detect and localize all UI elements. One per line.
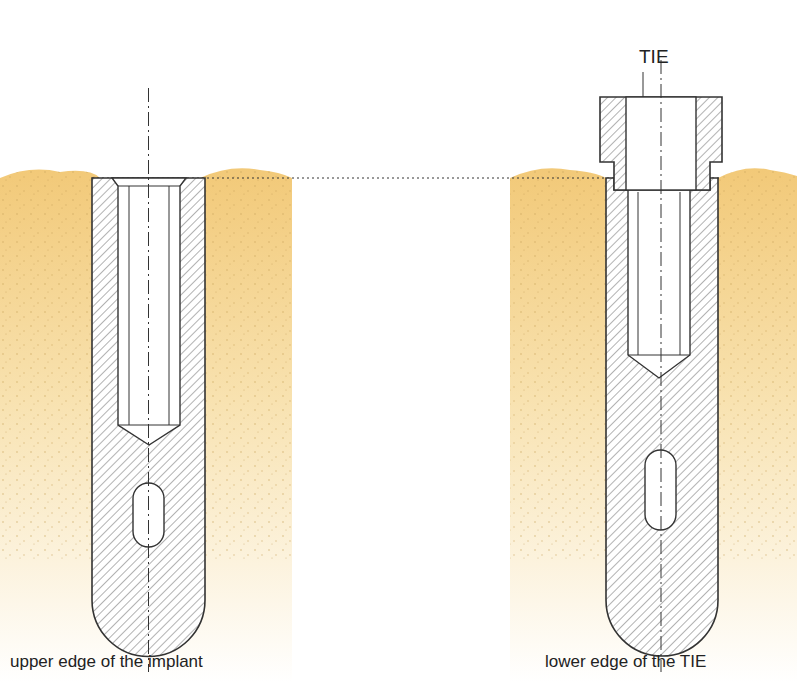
implant — [606, 178, 718, 656]
leader-line — [643, 72, 644, 97]
implant — [92, 88, 205, 672]
caption-label: upper edge of the implant — [10, 652, 203, 672]
part-name: TIE — [639, 46, 669, 69]
ground — [0, 168, 797, 683]
caption-label: lower edge of the TIE — [545, 652, 706, 672]
tie-part — [600, 60, 722, 672]
